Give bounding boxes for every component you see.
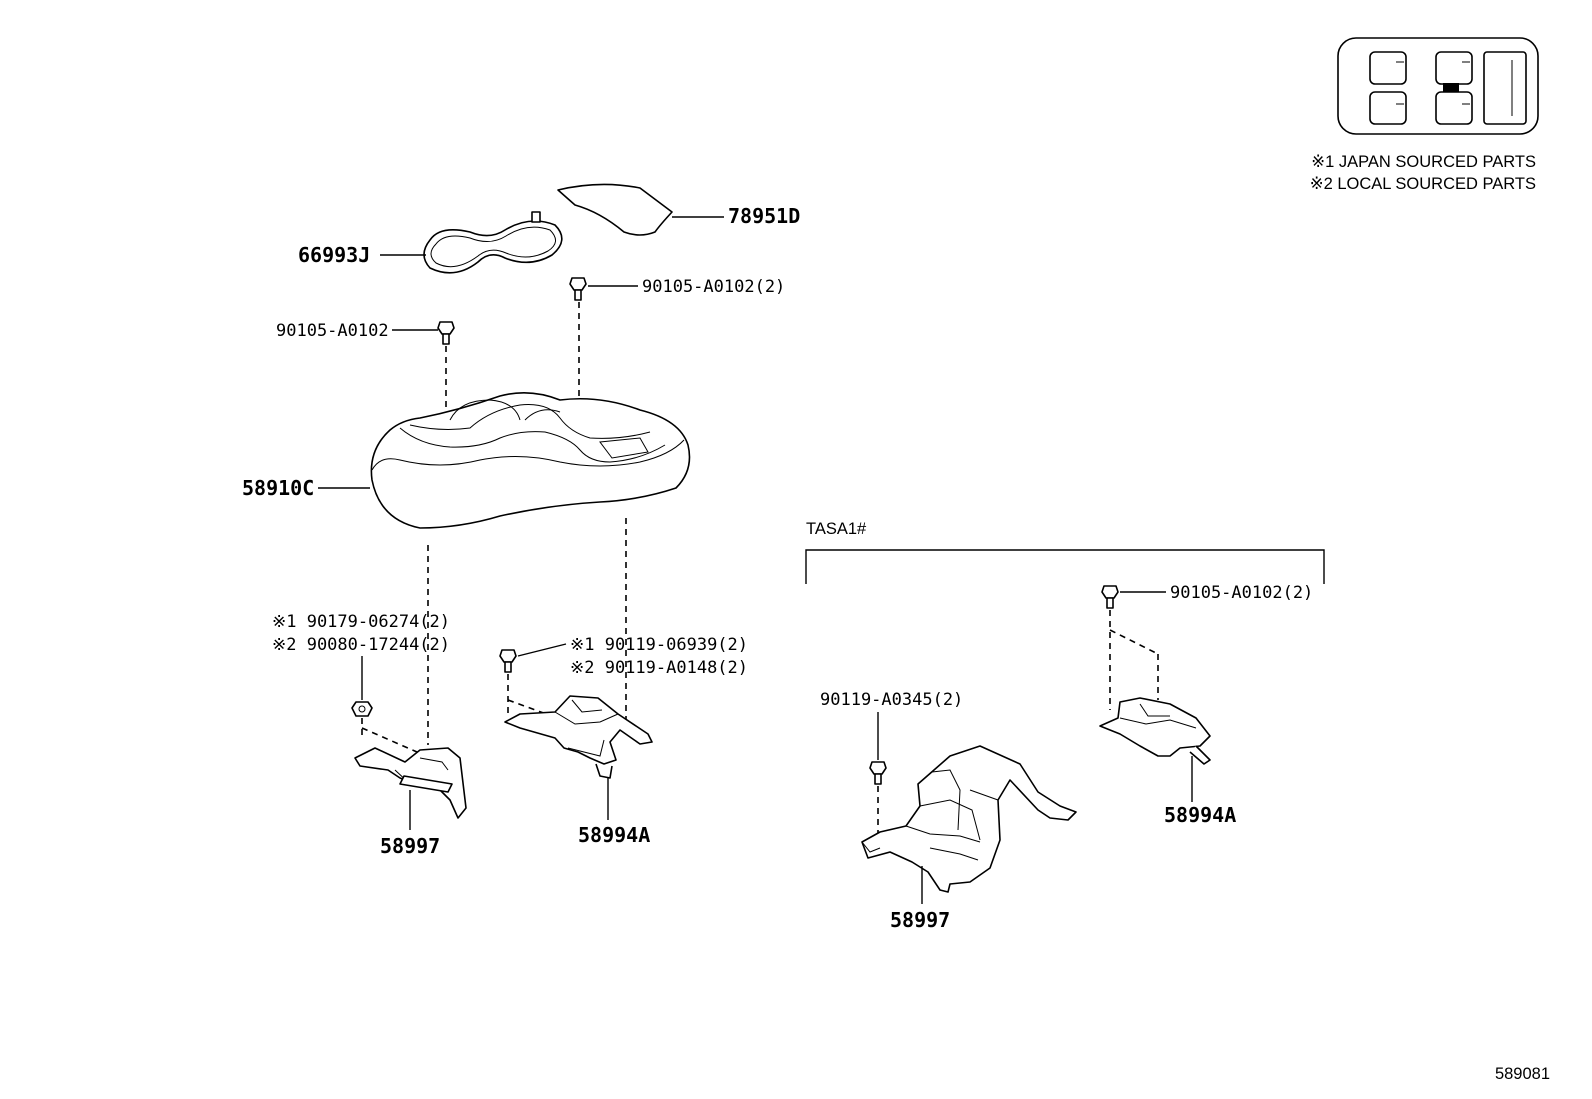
bolt-icon <box>1101 585 1119 609</box>
part-58997-left-shape <box>354 747 467 819</box>
part-58910C-shape <box>370 392 691 529</box>
bolt-icon <box>569 277 587 301</box>
nut-icon <box>351 701 373 717</box>
part-66993J-shape <box>423 211 563 274</box>
label-58997-right: 58997 <box>890 908 950 932</box>
part-78951D-shape <box>557 183 673 236</box>
label-90105-top-left: 90105-A0102 <box>276 321 389 341</box>
label-90119-line1: ※1 90119-06939(2) <box>570 635 748 655</box>
diagram-id: 589081 <box>1495 1065 1550 1083</box>
label-90105-top-right: 90105-A0102(2) <box>642 277 785 297</box>
legend-note-2: ※2 LOCAL SOURCED PARTS <box>1310 175 1536 193</box>
label-78951D: 78951D <box>728 204 800 228</box>
part-58994A-right-shape <box>1099 697 1211 765</box>
label-90119-line2: ※2 90119-A0148(2) <box>570 658 748 678</box>
label-90080: ※2 90080-17244(2) <box>272 635 450 655</box>
label-58997-left: 58997 <box>380 834 440 858</box>
part-58997-right-shape <box>861 745 1077 893</box>
bolt-icon <box>437 321 455 345</box>
label-58994A-right: 58994A <box>1164 803 1236 827</box>
legend-note-1: ※1 JAPAN SOURCED PARTS <box>1311 153 1536 171</box>
label-58910C: 58910C <box>242 476 314 500</box>
group-label-tasa1: TASA1# <box>806 520 867 538</box>
vehicle-layout-icon <box>1337 37 1539 135</box>
label-58994A-left: 58994A <box>578 823 650 847</box>
bolt-icon <box>869 761 887 785</box>
bolt-icon <box>499 649 517 673</box>
label-90105-tasa: 90105-A0102(2) <box>1170 583 1313 603</box>
label-90119-A0345: 90119-A0345(2) <box>820 690 963 710</box>
label-66993J: 66993J <box>298 243 370 267</box>
label-90179: ※1 90179-06274(2) <box>272 612 450 632</box>
part-58994A-left-shape <box>504 695 653 779</box>
